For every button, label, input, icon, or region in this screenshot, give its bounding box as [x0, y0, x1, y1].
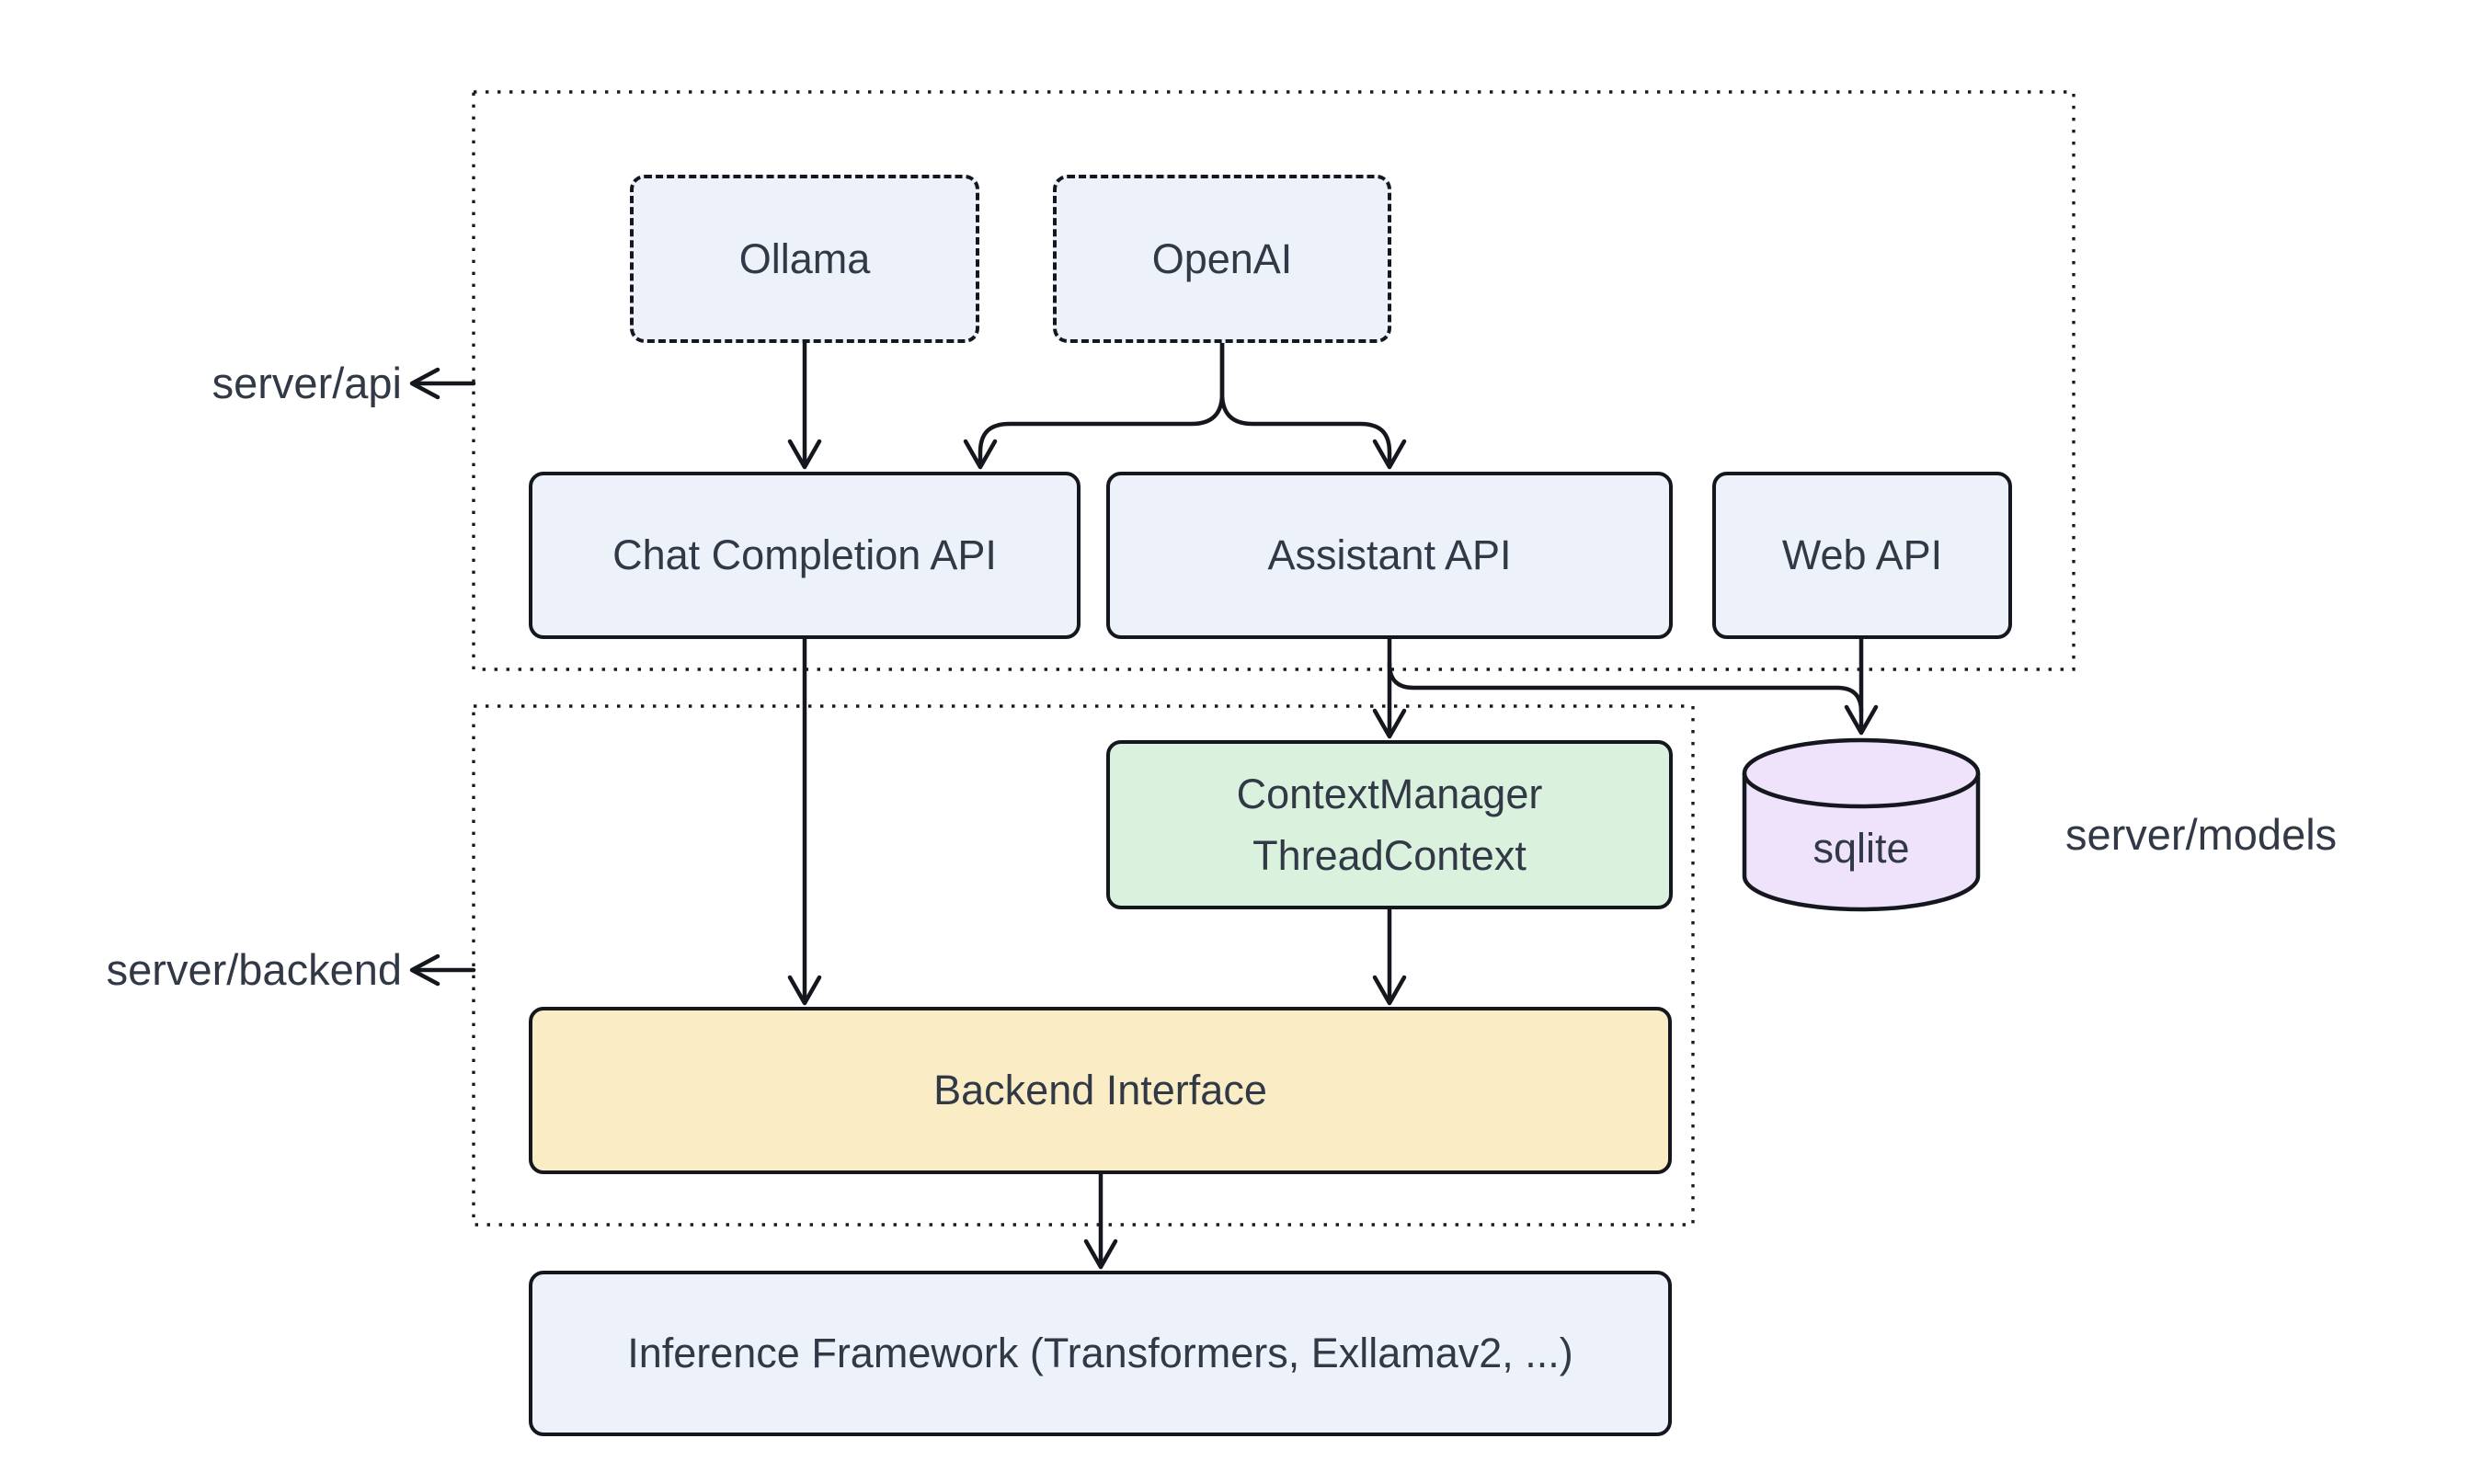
sqlite-cylinder-icon: [1742, 737, 1981, 912]
node-sqlite-label: sqlite: [1812, 825, 1910, 872]
context-manager-line2: ThreadContext: [1252, 832, 1527, 879]
server-backend-label-arrow: [409, 953, 476, 987]
edge-web-api-to-sqlite: [1844, 636, 1879, 736]
edge-openai-to-chat-completion: [963, 340, 1225, 470]
node-chat-completion-api-label: Chat Completion API: [612, 531, 997, 579]
node-chat-completion-api: Chat Completion API: [529, 472, 1081, 639]
edge-ollama-to-chat-completion: [787, 340, 822, 470]
edge-assistant-to-context-manager: [1372, 636, 1407, 739]
server-api-label: server/api: [212, 358, 402, 407]
edge-backend-interface-to-inference-framework: [1083, 1171, 1118, 1270]
edge-openai-to-assistant: [1219, 340, 1407, 470]
server-api-container: [472, 90, 2075, 671]
server-backend-container: [472, 704, 1695, 1227]
node-web-api: Web API: [1712, 472, 2012, 639]
node-ollama: Ollama: [630, 175, 979, 343]
server-backend-label: server/backend: [106, 944, 402, 994]
node-openai-label: OpenAI: [1151, 234, 1293, 282]
node-backend-interface-label: Backend Interface: [933, 1067, 1267, 1114]
node-web-api-label: Web API: [1781, 531, 1943, 579]
context-manager-line1: ContextManager: [1236, 770, 1543, 817]
node-inference-framework: Inference Framework (Transformers, Exlla…: [529, 1271, 1672, 1436]
node-inference-framework-label: Inference Framework (Transformers, Exlla…: [627, 1330, 1573, 1377]
server-models-label: server/models: [2065, 809, 2338, 859]
node-backend-interface: Backend Interface: [529, 1007, 1672, 1174]
edge-context-manager-to-backend-interface: [1372, 907, 1407, 1006]
node-assistant-api-label: Assistant API: [1267, 531, 1512, 579]
node-ollama-label: Ollama: [738, 234, 871, 282]
edge-assistant-branch-to-sqlite: [1387, 661, 1864, 714]
edge-chat-completion-to-backend-interface: [787, 636, 822, 1006]
node-openai: OpenAI: [1053, 175, 1391, 343]
node-assistant-api: Assistant API: [1106, 472, 1673, 639]
node-context-manager: ContextManager ThreadContext: [1106, 740, 1673, 909]
server-api-label-arrow: [409, 367, 476, 400]
